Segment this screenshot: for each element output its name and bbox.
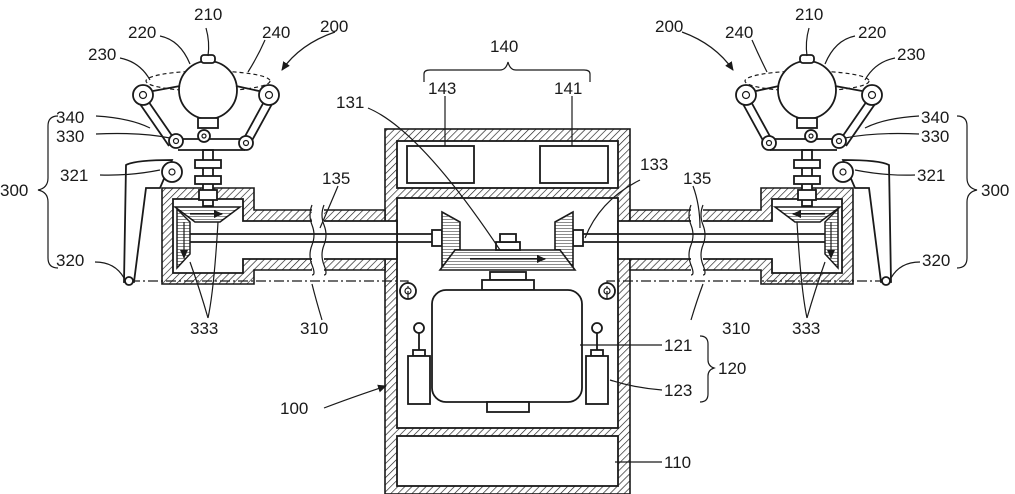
label-220-left: 220 — [128, 23, 156, 42]
left-cable — [130, 280, 409, 299]
label-340-left: 340 — [56, 108, 84, 127]
label-131: 131 — [336, 93, 364, 112]
unit-143 — [406, 145, 475, 184]
right-arm-housing — [617, 187, 854, 285]
label-210-right: 210 — [795, 5, 823, 24]
right-cable — [606, 280, 885, 299]
label-300-left: 300 — [0, 181, 28, 200]
label-340-right: 340 — [921, 108, 949, 127]
label-330-right: 330 — [921, 127, 949, 146]
label-200-left: 200 — [320, 17, 348, 36]
brace-300-right — [956, 115, 978, 269]
label-310-right: 310 — [722, 319, 750, 338]
left-break — [312, 205, 324, 275]
label-330-left: 330 — [56, 127, 84, 146]
right-joint — [735, 54, 892, 286]
label-210-left: 210 — [194, 5, 222, 24]
label-100: 100 — [280, 399, 308, 418]
label-240-right: 240 — [725, 23, 753, 42]
reference-labels: 210 220 240 200 230 340 330 321 300 320 … — [0, 5, 1009, 472]
label-310-left: 310 — [300, 319, 328, 338]
label-333-left: 333 — [190, 319, 218, 338]
label-320-left: 320 — [56, 251, 84, 270]
label-321-right: 321 — [917, 166, 945, 185]
label-133: 133 — [640, 155, 668, 174]
left-joint — [123, 54, 280, 286]
label-230-left: 230 — [88, 45, 116, 64]
label-333-right: 333 — [792, 319, 820, 338]
brace-140 — [423, 61, 591, 82]
label-300-right: 300 — [981, 181, 1009, 200]
label-240-left: 240 — [262, 23, 290, 42]
label-120: 120 — [718, 359, 746, 378]
label-143: 143 — [428, 79, 456, 98]
left-arm-housing — [161, 187, 398, 285]
brace-300-left — [37, 115, 59, 269]
label-141: 141 — [554, 79, 582, 98]
label-321-left: 321 — [60, 166, 88, 185]
label-110: 110 — [664, 453, 691, 472]
label-320-right: 320 — [922, 251, 950, 270]
label-220-right: 220 — [858, 23, 886, 42]
unit-141 — [539, 145, 609, 184]
label-200-right: 200 — [655, 17, 683, 36]
label-121: 121 — [664, 336, 692, 355]
leader-lines — [94, 27, 921, 463]
label-123: 123 — [664, 381, 692, 400]
label-230-right: 230 — [897, 45, 925, 64]
brace-120 — [699, 335, 716, 403]
label-135-right: 135 — [683, 169, 711, 188]
label-135-left: 135 — [322, 169, 350, 188]
central-gears — [431, 210, 584, 271]
label-140: 140 — [490, 37, 518, 56]
motor-assembly — [399, 271, 616, 413]
